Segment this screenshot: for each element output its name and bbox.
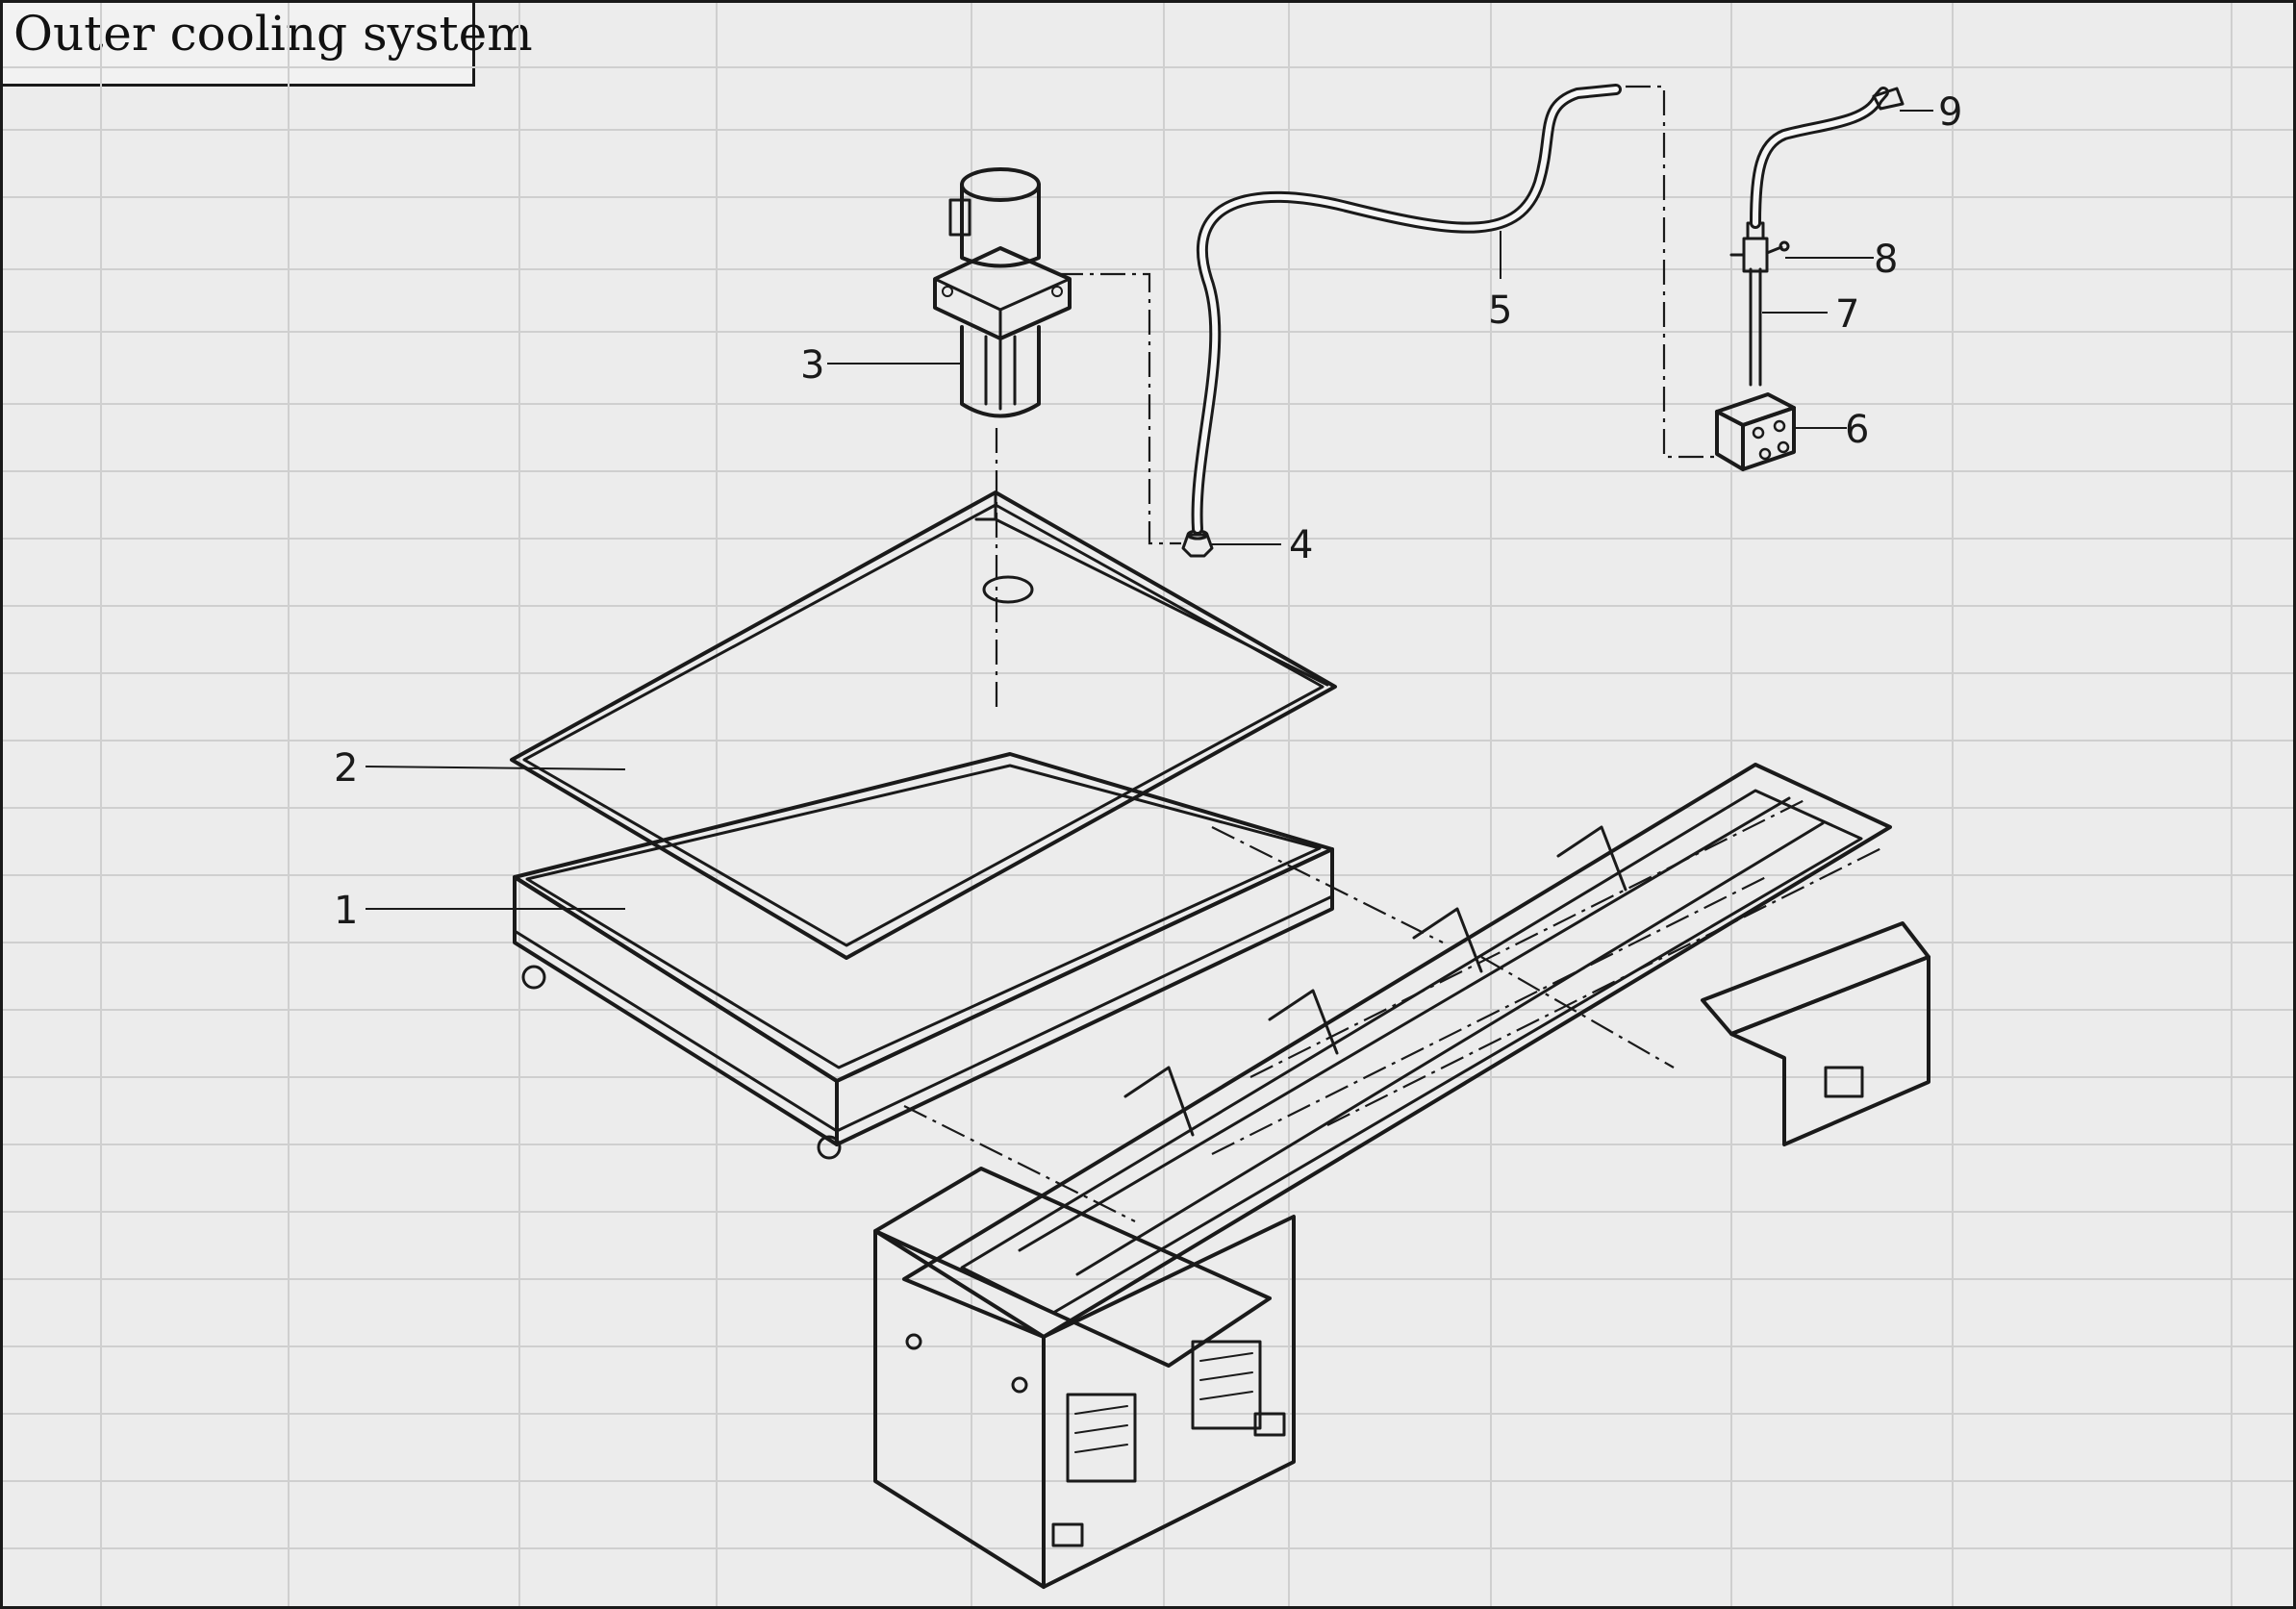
nozzle	[1750, 87, 1905, 229]
diagram-title: Outer cooling system	[13, 6, 533, 62]
coolant-hose	[1191, 84, 1622, 535]
callout-6: 6	[1845, 408, 1869, 452]
callout-1: 1	[334, 889, 358, 933]
lathe-bed	[873, 763, 1930, 1589]
callout-4: 4	[1289, 523, 1313, 567]
callout-9: 9	[1938, 90, 1962, 135]
chip-tray	[510, 490, 1337, 960]
callout-8: 8	[1874, 238, 1898, 282]
coolant-tank	[513, 752, 1334, 1160]
callout-leaders	[365, 110, 1933, 910]
callout-7: 7	[1835, 292, 1859, 337]
callout-5: 5	[1488, 289, 1512, 333]
callout-3: 3	[800, 343, 824, 388]
valve	[1729, 221, 1790, 273]
callout-2: 2	[334, 746, 358, 791]
title-box: Outer cooling system	[0, 0, 533, 87]
mounting-block	[1715, 392, 1796, 471]
assembly-axes	[903, 85, 1886, 1222]
coolant-pump	[933, 167, 1072, 418]
callout-labels: 1 2 3 4 5 6 7 8 9	[334, 90, 1962, 933]
riser-tube	[1749, 267, 1762, 387]
